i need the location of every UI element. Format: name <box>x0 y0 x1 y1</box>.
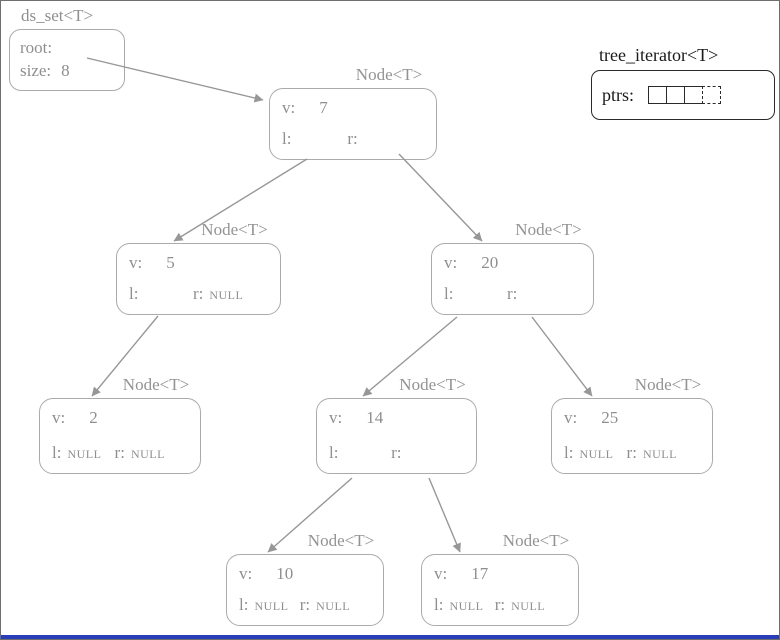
r-label: r: <box>494 595 506 614</box>
r-value: NULL <box>316 599 351 613</box>
node-box: v: 20 l: r: <box>431 243 594 315</box>
node-type-label: Node<T> <box>355 65 423 84</box>
l-label: l: <box>52 443 62 462</box>
node-type-label: Node<T> <box>307 531 375 550</box>
size-label: size: <box>20 61 52 80</box>
v-label: v: <box>239 564 253 583</box>
v-label: v: <box>444 253 458 272</box>
r-label: r: <box>507 284 518 303</box>
ptr-cell <box>648 86 668 104</box>
ptr-cell-dashed <box>702 86 722 104</box>
l-label: l: <box>329 443 339 462</box>
ptrs-label: ptrs: <box>602 84 635 105</box>
r-label: r: <box>299 595 311 614</box>
node-box: v: 10 l: NULL r: NULL <box>226 554 384 626</box>
v-value: 2 <box>89 408 98 427</box>
node-type-label: Node<T> <box>122 375 190 394</box>
tree-node-14: Node<T> v: 14 l: r: <box>316 374 477 474</box>
r-value: NULL <box>642 447 677 461</box>
node-box: v: 17 l: NULL r: NULL <box>421 554 579 626</box>
v-value: 7 <box>319 98 328 117</box>
ds-set-box: root: size: 8 <box>9 29 125 91</box>
r-value: NULL <box>209 288 244 302</box>
v-value: 5 <box>166 253 175 272</box>
node-box: v: 14 l: r: <box>316 398 477 474</box>
v-value: 20 <box>481 253 499 272</box>
v-label: v: <box>129 253 143 272</box>
v-label: v: <box>564 408 578 427</box>
tree-node-5: Node<T> v: 5 l: r: NULL <box>116 219 281 315</box>
v-value: 10 <box>276 564 294 583</box>
node-type-label: Node<T> <box>634 375 702 394</box>
bottom-edge-bar <box>1 635 779 639</box>
tree-node-7: Node<T> v: 7 l: r: <box>269 64 437 160</box>
node-type-label: Node<T> <box>399 375 466 394</box>
node-type-label: Node<T> <box>201 220 268 239</box>
r-label: r: <box>114 443 125 462</box>
ds-set-title: ds_set<T> <box>21 6 94 25</box>
ptrs-array <box>648 86 722 104</box>
l-label: l: <box>129 284 139 303</box>
node-type-label: Node<T> <box>502 531 570 550</box>
tree-node-25: Node<T> v: 25 l: NULL r: NULL <box>551 374 713 474</box>
r-label: r: <box>192 284 204 303</box>
l-label: l: <box>564 443 574 462</box>
v-label: v: <box>282 98 296 117</box>
l-value: NULL <box>254 599 289 613</box>
v-label: v: <box>52 408 66 427</box>
l-label: l: <box>434 595 444 614</box>
l-label: l: <box>444 284 454 303</box>
node-box: v: 2 l: NULL r: NULL <box>39 398 201 474</box>
root-label: root: <box>20 38 53 57</box>
v-label: v: <box>434 564 448 583</box>
ds-set-struct: ds_set<T> root: size: 8 <box>9 6 125 91</box>
v-value: 25 <box>601 408 619 427</box>
tree-node-10: Node<T> v: 10 l: NULL r: NULL <box>226 530 384 626</box>
node-box: v: 25 l: NULL r: NULL <box>551 398 713 474</box>
l-label: l: <box>239 595 249 614</box>
tree-iterator-title: tree_iterator<T> <box>599 45 719 65</box>
l-label: l: <box>282 129 292 148</box>
l-value: NULL <box>449 599 484 613</box>
r-value: NULL <box>511 599 546 613</box>
v-value: 14 <box>366 408 384 427</box>
node-box: v: 7 l: r: <box>269 88 437 160</box>
l-value: NULL <box>67 447 102 461</box>
tree-node-20: Node<T> v: 20 l: r: <box>431 219 594 315</box>
r-label: r: <box>347 129 358 148</box>
node-type-label: Node<T> <box>515 220 582 239</box>
tree-node-2: Node<T> v: 2 l: NULL r: NULL <box>39 374 201 474</box>
size-value: 8 <box>61 61 70 80</box>
node-box: v: 5 l: r: NULL <box>116 243 281 315</box>
v-label: v: <box>329 408 343 427</box>
r-value: NULL <box>130 447 165 461</box>
v-value: 17 <box>471 564 489 583</box>
r-label: r: <box>391 443 402 462</box>
ptr-cell <box>666 86 686 104</box>
tree-iterator-struct: tree_iterator<T> ptrs: <box>591 45 775 120</box>
ptr-cell <box>684 86 704 104</box>
tree-iterator-box: ptrs: <box>591 70 775 120</box>
r-label: r: <box>626 443 637 462</box>
l-value: NULL <box>579 447 614 461</box>
tree-node-17: Node<T> v: 17 l: NULL r: NULL <box>421 530 579 626</box>
